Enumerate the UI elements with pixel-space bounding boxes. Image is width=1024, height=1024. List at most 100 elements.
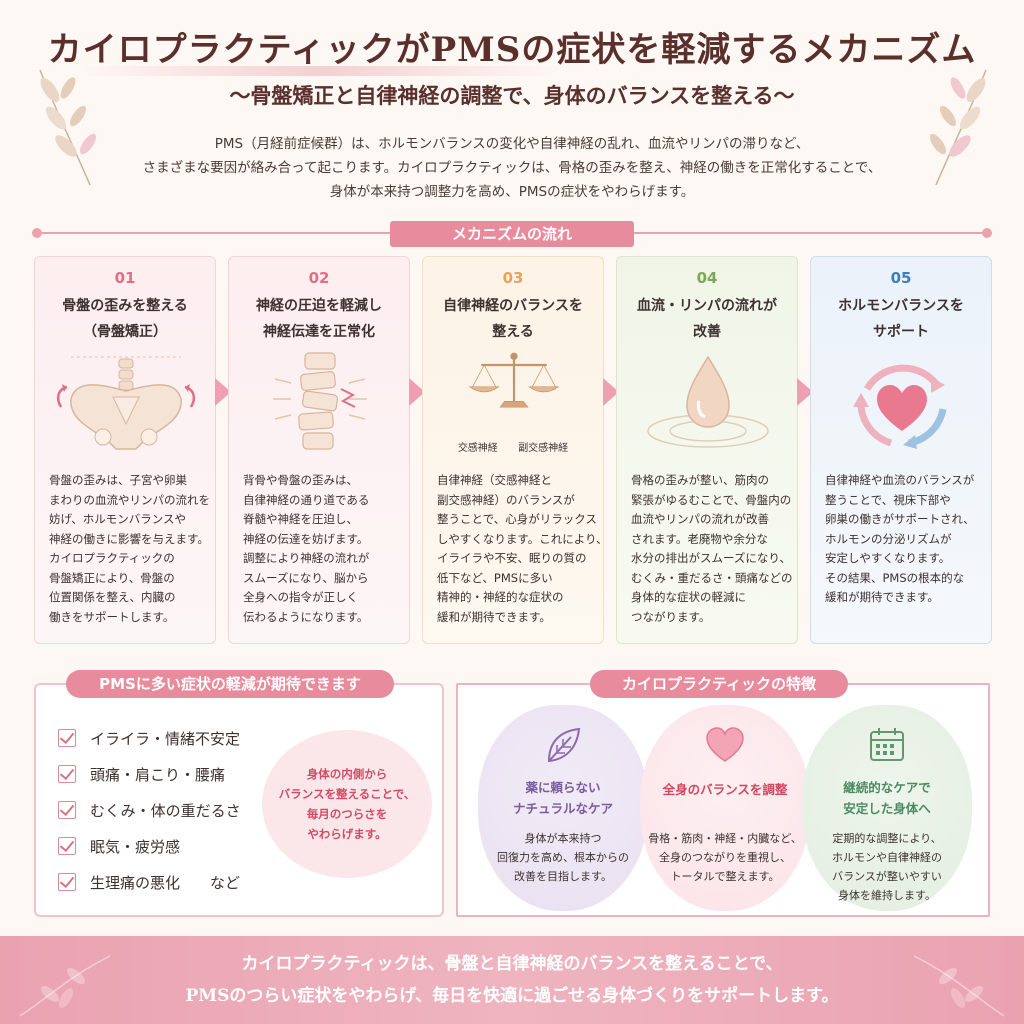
checkbox-icon [58, 765, 76, 783]
step-title: 神経の圧迫を軽減し 神経伝達を正常化 [229, 293, 409, 345]
heart-icon [706, 727, 744, 762]
step-description: 背骨や骨盤の歪みは、 自律神経の通り道である 脊髄や神経を圧迫し、 神経の伝達を… [243, 471, 403, 627]
footer-flower-icon [19, 955, 111, 1017]
feature-body-line: 回復力を高め、根本からの [497, 851, 629, 864]
step-number: 03 [502, 269, 524, 287]
step-body-line: ホルモンの分泌リズムが [825, 531, 952, 546]
intro-text: PMS（月経前症候群）は、ホルモンバランスの変化や自律神経の乱れ、血流やリンパの… [110, 132, 914, 204]
bubble-line: やわらげます。 [307, 827, 387, 841]
step-number: 04 [696, 269, 718, 287]
feature-title: 全身のバランスを調整 [640, 779, 810, 800]
page-subtitle: 〜骨盤矯正と自律神経の調整で、身体のバランスを整える〜 [229, 83, 795, 108]
step-body-line: つながります。 [631, 609, 711, 624]
step-body-line: 自律神経や血流のバランスが [825, 473, 975, 487]
step-body-line: 副交感神経）のバランスが [437, 492, 575, 507]
step-body-line: 血流やリンパの流れが改善 [631, 512, 769, 526]
feature-body-line: ホルモンや自律神経の [832, 851, 942, 864]
symptoms-bubble: 身体の内側から バランスを整えることで、 毎月のつらさを やわらげます。 [262, 730, 432, 878]
features-header: カイロプラクティックの特徴 [590, 670, 848, 698]
symptom-label: 頭痛・肩こり・腰痛 [90, 765, 226, 784]
symptom-label: 生理痛の悪化 など [90, 873, 241, 892]
step-card-2: 02 神経の圧迫を軽減し 神経伝達を正常化 背骨や骨盤の歪みは、 自律神経の通り… [228, 256, 410, 644]
feature-card-natural: 薬に頼らない ナチュラルなケア 身体が本来持つ 回復力を高め、根本からの 改善を… [478, 705, 648, 911]
step-body-line: 神経の伝達を妨げます。 [243, 531, 369, 546]
intro-line: PMS（月経前症候群）は、ホルモンバランスの変化や自律神経の乱れ、血流やリンパの… [214, 136, 810, 152]
step-body-line: 全身への指令が正しく [243, 590, 358, 604]
feature-title: 継続的なケアで 安定した身体へ [802, 777, 972, 819]
step-body-line: 精神的・神経的な症状の [437, 590, 564, 604]
step-body-line: 骨盤の歪みは、子宮や卵巣 [49, 473, 187, 487]
step-title-line: （骨盤矯正） [83, 324, 167, 340]
feature-body-line: 定期的な調整により、 [832, 832, 942, 845]
step-body-line: 安定しやすくなります。 [825, 551, 951, 565]
step-body-line: 位置関係を整え、内臓の [49, 590, 176, 604]
step-description: 骨盤の歪みは、子宮や卵巣 まわりの血流やリンパの流れを 妨げ、ホルモンバランスや… [49, 471, 210, 627]
step-title-line: 神経の圧迫を軽減し [256, 298, 382, 314]
intro-line: さまざまな要因が絡み合って起こります。カイロプラクティックは、骨格の歪みを整え、… [142, 160, 882, 176]
symptom-item: イライラ・情緒不安定 [58, 720, 241, 756]
step-body-line: 卵巣の働きがサポートされ、 [825, 512, 975, 526]
step-body-line: イライラや不安、眠りの質の [437, 551, 587, 565]
step-body-line: 緩和が期待できます。 [437, 609, 551, 624]
flow-section-header: メカニズムの流れ [390, 221, 634, 247]
checkbox-icon [58, 873, 76, 891]
step-number: 01 [114, 269, 136, 287]
feature-body-line: 改善を目指します。 [514, 870, 612, 883]
feature-card-balance: 全身のバランスを調整 骨格・筋肉・神経・内臓など、 全身のつながりを重視し、 ト… [640, 705, 810, 911]
feature-title-line: ナチュラルなケア [512, 801, 613, 816]
balance-scale-icon [468, 352, 560, 408]
feature-title-line: 継続的なケアで [843, 780, 931, 795]
calendar-icon [870, 728, 904, 761]
step-body-line: 低下など、PMSに多い [437, 570, 553, 585]
step-description: 自律神経や血流のバランスが 整うことで、視床下部や 卵巣の働きがサポートされ、 … [825, 471, 985, 608]
bubble-line: バランスを整えることで、 [278, 787, 416, 801]
step-title: 骨盤の歪みを整える （骨盤矯正） [35, 293, 215, 345]
step-title-line: 骨盤の歪みを整える [62, 298, 188, 314]
step-body-line: 骨盤矯正により、骨盤の [49, 570, 175, 585]
checkbox-icon [58, 837, 76, 855]
feature-body-line: 身体を維持します。 [838, 889, 936, 902]
symptom-item: 生理痛の悪化 など [58, 864, 241, 900]
step-body-line: 緩和が期待できます。 [825, 590, 939, 604]
flow-arrow-icon [409, 378, 425, 406]
title-highlight [80, 66, 560, 76]
step-body-line: 自律神経（交感神経と [437, 473, 552, 487]
spine-icon [273, 352, 367, 450]
step-body-line: されます。老廃物や余分な [631, 531, 768, 546]
feature-title-line: 安定した身体へ [843, 801, 931, 816]
flow-arrow-icon [797, 378, 813, 406]
symptoms-header: PMSに多い症状の軽減が期待できます [66, 670, 394, 698]
feature-description: 定期的な調整により、 ホルモンや自律神経の バランスが整いやすい 身体を維持しま… [802, 829, 972, 905]
step-card-5: 05 ホルモンバランスを サポート 自律神経や血流のバランスが 整うことで、視床… [810, 256, 992, 644]
feature-card-continuous: 継続的なケアで 安定した身体へ 定期的な調整により、 ホルモンや自律神経の バラ… [802, 705, 972, 911]
step-title: 自律神経のバランスを 整える [423, 293, 603, 345]
step-title-line: 血流・リンパの流れが [637, 298, 777, 314]
step-body-line: 伝わるようになります。 [243, 609, 369, 624]
step-title-line: 整える [492, 324, 534, 340]
feature-body-line: 身体が本来持つ [524, 832, 602, 845]
water-drop-icon [647, 355, 769, 448]
step-number: 02 [308, 269, 330, 287]
step-title-line: 神経伝達を正常化 [263, 324, 375, 340]
step-title-line: サポート [873, 324, 929, 340]
step-body-line: 神経の働きに影響を与えます。 [49, 531, 209, 546]
feature-title: 薬に頼らない ナチュラルなケア [478, 777, 648, 819]
step-title-line: ホルモンバランスを [838, 298, 964, 314]
step-body-line: むくみ・重だるさ・頭痛などの [631, 570, 793, 585]
step-body-line: 脊髄や神経を圧迫し、 [243, 512, 358, 526]
bubble-line: 毎月のつらさを [306, 807, 388, 821]
step-body-line: 働きをサポートします。 [49, 609, 175, 624]
page-title: カイロプラクティックがPMSの症状を軽減するメカニズム [47, 30, 977, 70]
step-body-line: 背骨や骨盤の歪みは、 [243, 473, 358, 487]
step-body-line: 調整により神経の流れが [243, 551, 370, 565]
sympathetic-label: 交感神経 [457, 443, 498, 454]
step-title-line: 改善 [693, 324, 721, 340]
checkbox-icon [58, 729, 76, 747]
parasympathetic-label: 副交感神経 [518, 443, 569, 454]
symptom-label: 眠気・疲労感 [90, 837, 181, 856]
symptoms-list: イライラ・情緒不安定 頭痛・肩こり・腰痛 むくみ・体の重だるさ 眠気・疲労感 生… [58, 720, 241, 900]
step-body-line: 骨格の歪みが整い、筋肉の [631, 473, 769, 487]
footer-line: カイロプラクティックは、骨盤と自律神経のバランスを整えることで、 [241, 954, 783, 974]
step-body-line: 自律神経の通り道である [243, 492, 370, 507]
